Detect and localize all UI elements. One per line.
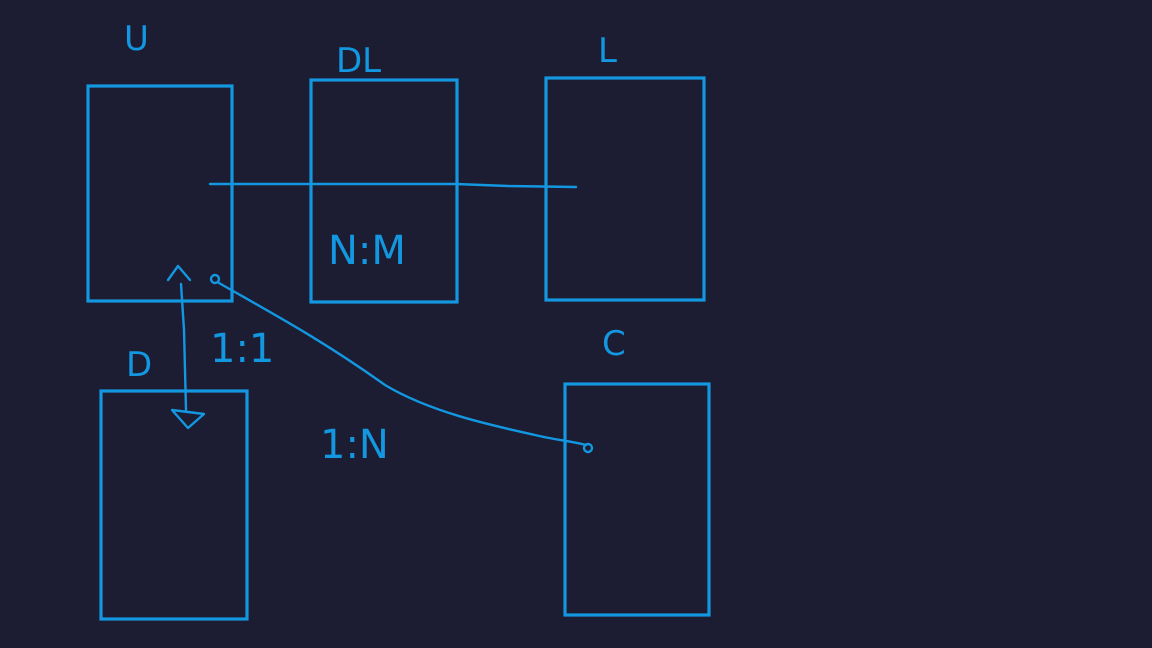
connector-endpoint-c <box>582 442 594 454</box>
relation-label-n-m: N:M <box>328 228 406 274</box>
entity-box-dl <box>309 78 459 304</box>
entity-label-d: D <box>126 345 152 385</box>
connector-u-l <box>208 182 578 189</box>
entity-label-c: C <box>602 324 626 364</box>
relation-label-1-1: 1:1 <box>210 326 274 372</box>
arrowhead-down-icon <box>170 408 206 430</box>
connector-endpoint-u <box>209 273 221 285</box>
entity-label-l: L <box>598 31 617 71</box>
arrowhead-up-icon <box>166 264 192 282</box>
entity-box-d <box>99 389 249 621</box>
connector-u-d <box>179 282 188 412</box>
relation-label-1-n: 1:N <box>320 422 389 468</box>
entity-label-dl: DL <box>336 41 381 81</box>
entity-box-u <box>86 84 234 303</box>
entity-box-c <box>563 382 711 617</box>
connector-u-c <box>217 281 588 447</box>
entity-box-l <box>544 76 706 302</box>
entity-label-u: U <box>124 19 149 59</box>
